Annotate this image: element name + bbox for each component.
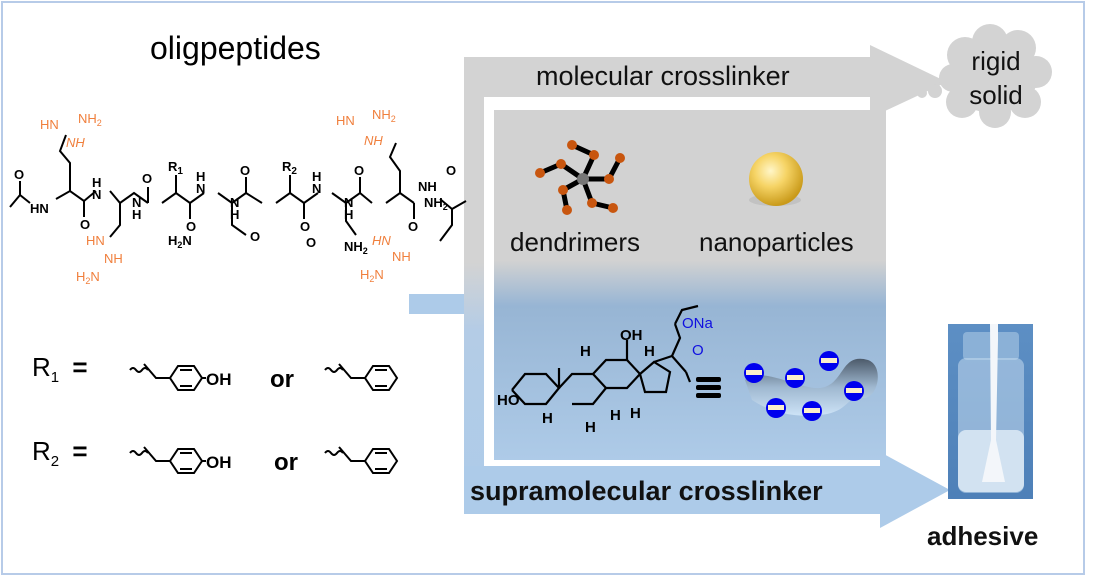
svg-text:H2N: H2N	[168, 233, 192, 250]
peptide-connector	[409, 294, 467, 314]
solid-label: solid	[969, 80, 1023, 110]
svg-text:N: N	[344, 195, 353, 210]
oligopeptides-title: oligpeptides	[150, 30, 321, 66]
dendrimer-core	[577, 173, 589, 185]
molecular-crosslinker-label: molecular crosslinker	[536, 61, 790, 91]
bile-acid-structure	[511, 304, 699, 406]
svg-text:R2: R2	[282, 159, 297, 177]
r1-subscript: 1	[50, 369, 60, 387]
svg-text:N: N	[312, 181, 321, 196]
r2-definition: R2 =	[32, 436, 88, 470]
svg-text:HN: HN	[372, 233, 391, 248]
svg-text:NH: NH	[392, 249, 411, 264]
rigid-solid-cloud	[939, 24, 1052, 128]
carboxylate-label: ONa	[682, 315, 714, 332]
phenylalanine-side-chain-2	[324, 446, 399, 474]
or-label-2: or	[274, 449, 298, 476]
svg-text:NH: NH	[418, 179, 437, 194]
adhesive-label: adhesive	[927, 521, 1039, 551]
svg-text:O: O	[80, 217, 90, 232]
svg-text:NH2: NH2	[372, 107, 396, 124]
thought-bubble-small	[910, 91, 916, 97]
svg-text:H: H	[312, 169, 321, 184]
r1-definition: R1 =	[32, 352, 88, 386]
svg-text:H: H	[580, 343, 591, 360]
svg-text:O: O	[186, 219, 196, 234]
svg-text:HN: HN	[336, 113, 355, 128]
svg-text:O: O	[240, 163, 250, 178]
supramolecular-crosslinker-arrow	[464, 452, 950, 528]
molecular-crosslinker-arrow	[464, 45, 947, 118]
nanoparticles-label: nanoparticles	[699, 227, 854, 257]
figure-frame	[1, 1, 1085, 575]
svg-text:N: N	[92, 187, 101, 202]
r1-label: R	[32, 352, 51, 382]
svg-text:HN: HN	[30, 201, 49, 216]
svg-text:O: O	[408, 219, 418, 234]
rigid-solid-label: rigid solid	[966, 44, 1026, 112]
svg-text:H: H	[230, 207, 239, 222]
r2-label: R	[32, 436, 51, 466]
svg-text:H: H	[92, 175, 101, 190]
r-group-structures: OH OH or or	[129, 363, 399, 476]
svg-text:H: H	[644, 343, 655, 360]
svg-text:O: O	[446, 163, 456, 178]
svg-text:H: H	[344, 207, 353, 222]
svg-text:N: N	[230, 195, 239, 210]
svg-text:H: H	[610, 407, 621, 424]
svg-text:R1: R1	[168, 159, 183, 177]
hydroxyl-label-2: OH	[206, 453, 232, 472]
svg-text:N: N	[132, 195, 141, 210]
tyrosine-side-chain-1	[129, 363, 206, 391]
vial-icon	[958, 324, 1024, 493]
carbonyl-oxygen-label: O	[692, 342, 704, 359]
dendrimers-label: dendrimers	[510, 227, 641, 257]
svg-text:HN: HN	[40, 117, 59, 132]
svg-text:NH2: NH2	[424, 195, 448, 212]
r1-equals: =	[72, 352, 88, 382]
svg-text:HN: HN	[86, 233, 105, 248]
svg-text:NH2: NH2	[78, 111, 102, 128]
dendrimer-nodes	[535, 140, 625, 215]
bile-acid-labels: HO OH H H H H H H	[497, 327, 655, 436]
thought-bubble-large	[928, 84, 942, 98]
nanoparticle-icon	[749, 152, 803, 206]
svg-text:H: H	[542, 410, 553, 427]
supramolecular-crosslinker-label: supramolecular crosslinker	[470, 476, 823, 506]
svg-text:NH: NH	[66, 135, 85, 150]
negative-charges	[744, 351, 864, 421]
thought-bubble-medium	[917, 88, 927, 98]
svg-text:H: H	[196, 169, 205, 184]
svg-text:NH2: NH2	[344, 239, 368, 256]
phenylalanine-side-chain-1	[324, 363, 399, 391]
hydroxyl-label-1: OH	[206, 370, 232, 389]
svg-text:H: H	[630, 405, 641, 422]
rigid-label: rigid	[971, 46, 1021, 76]
svg-text:O: O	[306, 235, 316, 250]
svg-text:O: O	[250, 229, 260, 244]
svg-text:O: O	[354, 163, 364, 178]
r2-equals: =	[72, 436, 88, 466]
svg-text:NH: NH	[364, 133, 383, 148]
path-split-band	[464, 57, 484, 514]
svg-text:NH: NH	[104, 251, 123, 266]
oligopeptide-structure: O HN O HN O NH R1 O HN O H2N O NH R2 O H…	[9, 107, 467, 286]
svg-text:H: H	[132, 207, 141, 222]
svg-text:H2N: H2N	[360, 267, 384, 284]
r2-subscript: 2	[50, 453, 60, 471]
svg-text:H2N: H2N	[76, 269, 100, 286]
equivalence-icon	[696, 377, 721, 398]
svg-text:O: O	[14, 167, 24, 182]
svg-text:O: O	[142, 171, 152, 186]
svg-text:OH: OH	[620, 327, 643, 344]
svg-text:O: O	[300, 219, 310, 234]
or-label-1: or	[270, 366, 294, 393]
svg-text:H: H	[585, 419, 596, 436]
svg-text:HO: HO	[497, 392, 520, 409]
tyrosine-side-chain-2	[129, 446, 206, 474]
svg-text:N: N	[196, 181, 205, 196]
